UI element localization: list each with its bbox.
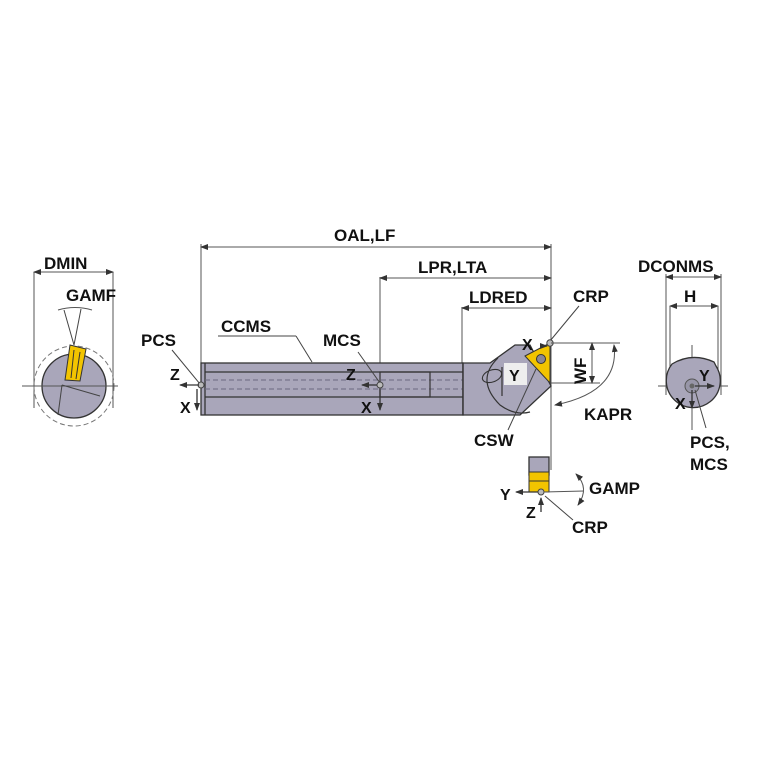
gamp-reference-line xyxy=(543,490,585,493)
insert-end-view xyxy=(64,344,87,382)
y-label-bg xyxy=(504,363,527,385)
bottom-detail-view: GAMP Y Z CRP xyxy=(500,456,640,537)
dmin-label: DMIN xyxy=(44,254,87,273)
csw-label: CSW xyxy=(474,431,515,450)
pcs-x-axis-label: X xyxy=(180,400,191,417)
insert-screw xyxy=(536,354,546,364)
right-x-axis-label: X xyxy=(675,396,686,413)
bottom-z-axis-label: Z xyxy=(526,505,536,522)
clamp-screw-hole xyxy=(481,368,503,384)
bottom-crp-label: CRP xyxy=(572,518,608,537)
kapr-arc xyxy=(554,344,618,407)
mcs-leader xyxy=(357,351,381,384)
gamf-line-b xyxy=(73,308,82,346)
crp-label: CRP xyxy=(573,287,609,306)
oal-lf-label: OAL,LF xyxy=(334,226,395,245)
gamf-label: GAMF xyxy=(66,286,116,305)
pcs-leader xyxy=(171,349,201,385)
tip-x-axis-label: X xyxy=(522,337,533,354)
bottom-crp-leader xyxy=(544,495,574,521)
insert-triangle xyxy=(524,342,551,385)
gamf-arc xyxy=(57,307,93,311)
pcs-mcs-leader xyxy=(694,389,707,429)
crp-leader xyxy=(549,305,580,342)
ldred-label: LDRED xyxy=(469,288,528,307)
dconms-label: DCONMS xyxy=(638,257,714,276)
bottom-y-axis-label: Y xyxy=(500,487,511,504)
right-y-axis-label: Y xyxy=(699,368,710,385)
gamf-line-a xyxy=(63,309,75,346)
mcs-label: MCS xyxy=(323,331,361,350)
main-side-view: OAL,LF LPR,LTA LDRED CRP Y X xyxy=(141,226,632,470)
tip-y-axis-label: Y xyxy=(509,368,520,385)
section-line-a xyxy=(57,384,63,416)
pcs-mcs-label-line1: PCS, xyxy=(690,433,730,452)
gamp-label: GAMP xyxy=(589,479,640,498)
insert-edge-b xyxy=(75,351,81,380)
kapr-label: KAPR xyxy=(584,405,632,424)
mcs-x-axis-label: X xyxy=(361,400,372,417)
mcs-point xyxy=(376,381,384,389)
pcs-z-axis-label: Z xyxy=(170,367,180,384)
wf-label: WF xyxy=(571,358,590,384)
gamp-arc xyxy=(575,473,585,506)
ccms-leader xyxy=(295,335,313,363)
left-end-view: DMIN GAMF xyxy=(22,254,118,427)
pcs-mcs-label-line2: MCS xyxy=(690,455,728,474)
h-label: H xyxy=(684,287,696,306)
lpr-lta-label: LPR,LTA xyxy=(418,258,487,277)
insert-edge-a xyxy=(70,349,75,379)
ccms-label: CCMS xyxy=(221,317,271,336)
right-end-view: DCONMS H Y X PCS, MCS xyxy=(638,257,730,474)
pcs-mcs-point xyxy=(689,383,695,389)
pcs-label: PCS xyxy=(141,331,176,350)
section-line-b xyxy=(61,384,101,397)
crp-detail-point xyxy=(537,488,545,496)
csw-leader xyxy=(507,368,537,431)
mcs-z-axis-label: Z xyxy=(346,367,356,384)
insert-detail xyxy=(528,471,550,493)
